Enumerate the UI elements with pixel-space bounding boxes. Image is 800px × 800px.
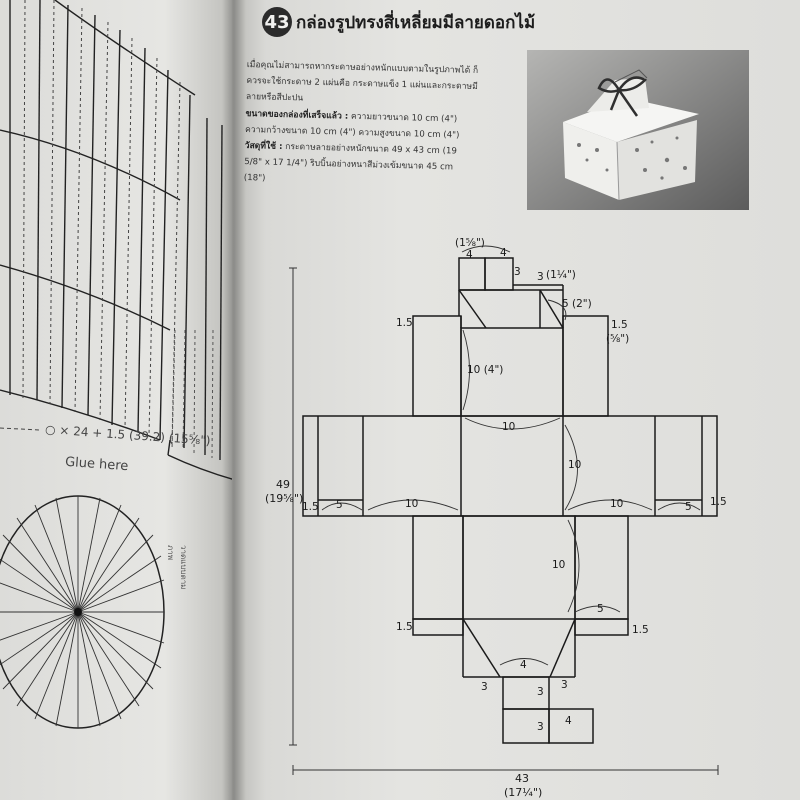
dim-top-3-right: 3 (537, 271, 544, 283)
dim-10-right: 10 (610, 498, 623, 510)
page-title: กล่องรูปทรงสี่เหลี่ยมมีลายดอกไม้ (296, 12, 536, 33)
dim-top-4a: 4 (466, 249, 473, 261)
dim-1-5-left: 1.5 (302, 501, 319, 513)
dim-top-4b: 4 (500, 247, 507, 259)
dim-10-4: 10 (4") (467, 364, 503, 376)
box-photo (527, 50, 749, 210)
dim-5-2: 5 (2") (562, 298, 592, 310)
dim-10-left: 10 (405, 498, 418, 510)
page-header: 43 กล่องรูปทรงสี่เหลี่ยมมีลายดอกไม้ (262, 7, 535, 37)
dim-4-bottom-tab: 4 (565, 715, 572, 727)
dim-top-1-1-4: (1¼") (546, 269, 576, 281)
dim-10-top: 10 (502, 421, 515, 433)
dim-5-right: 5 (685, 501, 692, 513)
page-number-badge: 43 (262, 7, 292, 37)
dim-1-5-topright: 1.5 (611, 319, 628, 331)
dim-10-right-upper: 10 (568, 459, 581, 471)
dim-height-total: 49 (276, 478, 290, 491)
dim-top-tab-inch: (1⅝") (455, 237, 485, 249)
left-page-pattern (0, 0, 235, 729)
dim-3-bottom-mid: 3 (537, 686, 544, 698)
dim-width-total: 43 (515, 772, 529, 785)
dim-5-left: 5 (336, 499, 343, 511)
dim-3-bottom-right: 3 (561, 679, 568, 691)
dim-3-bottom-tab: 3 (537, 721, 544, 733)
dim-3-bottom-left: 3 (481, 681, 488, 693)
dim-top-3: 3 (514, 266, 521, 278)
book-gutter (222, 0, 246, 800)
dim-1-5-lowerright: 1.5 (632, 624, 649, 636)
dim-1-5-right: 1.5 (710, 496, 727, 508)
dim-5-8-topright: (⅝") (606, 333, 629, 345)
box-photo-image (527, 50, 749, 210)
dim-10-lower: 10 (552, 559, 565, 571)
dim-5-lower: 5 (597, 603, 604, 615)
dim-1-5-topleft: 1.5 (396, 317, 413, 329)
left-page: ○ × 24 + 1.5 (39.2) (15⅝") Glue here วาด… (0, 0, 235, 800)
dim-1-5-lowerleft: 1.5 (396, 621, 413, 633)
dim-4-bottom: 4 (520, 659, 527, 671)
dim-height-total-inch: (19⅝") (265, 492, 303, 505)
dim-width-total-inch: (17¼") (504, 786, 542, 799)
